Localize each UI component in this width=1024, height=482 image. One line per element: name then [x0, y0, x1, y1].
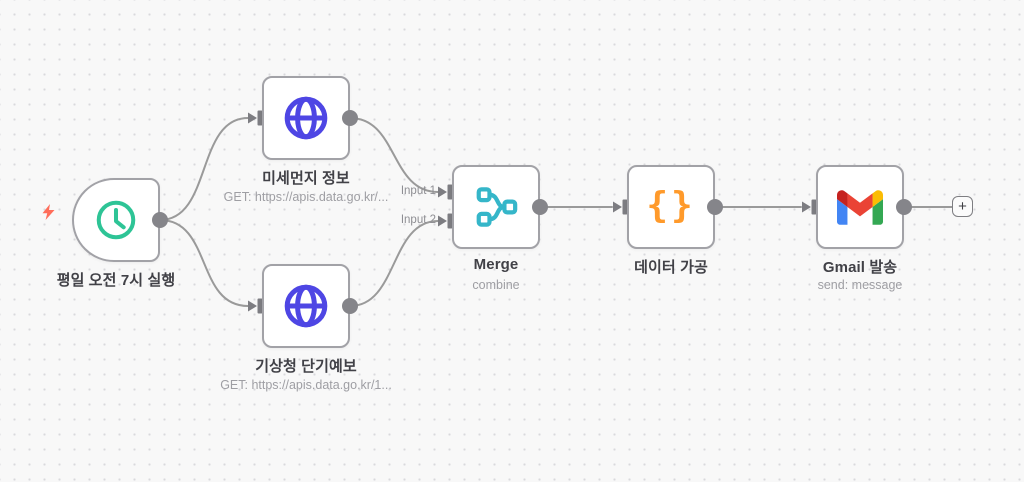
connection-trigger-to-weather-api[interactable] — [159, 219, 249, 307]
merge-input1-label: Input 1 — [400, 185, 436, 197]
node-label-code: 데이터 가공 — [634, 259, 708, 276]
input-port-code[interactable] — [612, 198, 628, 216]
input-port-gmail[interactable] — [801, 198, 817, 216]
output-port-code[interactable] — [707, 199, 723, 215]
output-port-schedule-trigger[interactable] — [152, 212, 168, 228]
input-port-weather-api[interactable] — [247, 297, 263, 315]
globe-icon — [284, 96, 328, 140]
input-port-merge-1[interactable] — [437, 183, 453, 201]
node-label-merge: Merge — [473, 256, 519, 273]
node-gmail[interactable] — [816, 165, 904, 249]
output-port-weather-api[interactable] — [342, 298, 358, 314]
lightning-bolt-icon — [42, 204, 55, 220]
node-merge[interactable] — [452, 165, 540, 249]
node-weather-api[interactable] — [262, 264, 350, 348]
node-subtitle-merge: combine — [472, 278, 520, 292]
input-port-merge-2[interactable] — [437, 212, 453, 230]
output-port-merge[interactable] — [532, 199, 548, 215]
node-label-dust-api: 미세먼지 정보 — [262, 170, 350, 187]
connection-dust-api-to-merge-input1[interactable] — [349, 117, 439, 193]
connection-weather-api-to-merge-input2[interactable] — [349, 220, 439, 307]
gmail-icon — [837, 189, 883, 225]
clock-icon — [96, 200, 136, 240]
code-braces-icon: {} — [646, 184, 696, 226]
node-dust-api[interactable] — [262, 76, 350, 160]
node-label-gmail: Gmail 발송 — [822, 259, 898, 276]
node-label-weather-api: 기상청 단기예보 — [255, 358, 357, 375]
node-label-schedule-trigger: 평일 오전 7시 실행 — [56, 272, 176, 289]
node-subtitle-dust-api: GET: https://apis.data.go.kr/... — [223, 190, 389, 204]
output-port-dust-api[interactable] — [342, 110, 358, 126]
add-node-button[interactable]: + — [952, 196, 973, 217]
output-port-gmail[interactable] — [896, 199, 912, 215]
merge-icon — [476, 187, 518, 227]
input-port-dust-api[interactable] — [247, 109, 263, 127]
globe-icon — [284, 284, 328, 328]
node-subtitle-weather-api: GET: https://apis.data.go.kr/1... — [220, 378, 392, 392]
node-subtitle-gmail: send: message — [817, 278, 903, 292]
merge-input2-label: Input 2 — [400, 214, 436, 226]
node-schedule-trigger[interactable] — [72, 178, 160, 262]
node-code[interactable]: {} — [627, 165, 715, 249]
plus-icon: + — [958, 198, 967, 215]
connection-trigger-to-dust-api[interactable] — [159, 117, 249, 221]
